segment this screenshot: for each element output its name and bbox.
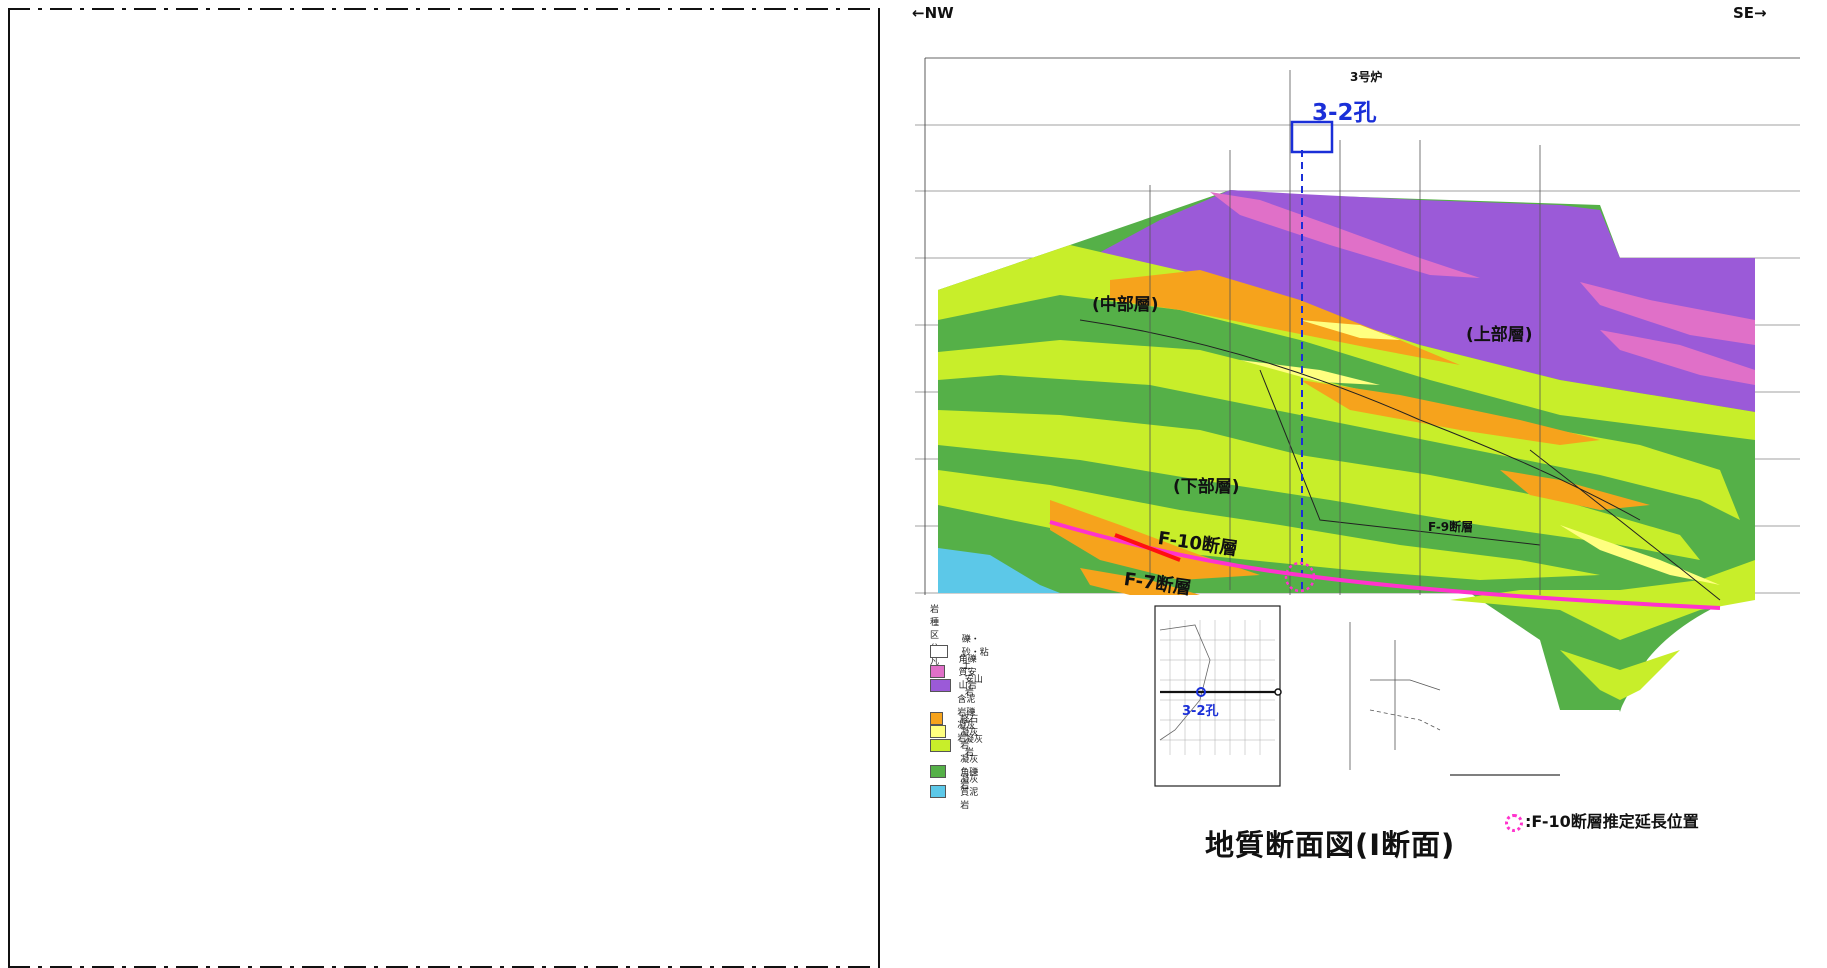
legend-label: 凝灰岩 [964,735,983,758]
borehole-3-2-box [1290,120,1334,154]
conglomeratic-tuff [1110,270,1460,365]
breccia-andesite-band [1210,192,1480,278]
axis-frame [924,57,1800,595]
legend-item: 礫・砂・粘土 [930,632,992,671]
section-legend-inset [1349,622,1560,776]
legend-label: 安山岩 [964,675,983,698]
note-text: :F-10断層推定延長位置 [1525,812,1699,831]
legend-swatch [930,765,947,778]
f10-extension-circle [1284,561,1316,593]
legend-item: 角礫質安山岩 [930,652,983,691]
map-inset [1154,605,1282,787]
direction-nw: ←NW [912,4,954,22]
dashed-circle-icon [1505,813,1523,832]
direction-se: SE→ [1733,4,1767,22]
legend-swatch [930,678,951,692]
legend-swatch [930,711,944,725]
legend-label: 角礫質安山岩 [958,655,977,691]
legend-item: 軽石凝灰岩 [930,712,983,751]
legend-label: 含泥岩礫凝灰岩 [957,695,976,744]
legend-swatch [930,738,951,752]
reactor-label: 3号炉 [1350,70,1383,84]
legend-item: 含泥岩礫凝灰岩 [930,692,983,744]
legend-label: 礫・砂・粘土 [961,635,989,671]
upper-layer-label: (上部層) [1466,325,1533,345]
andesite-layer [1095,190,1755,412]
legend-swatch [930,785,947,798]
legend-item: 凝灰角礫岩 [930,752,983,791]
f9-fault-label: F-9断層 [1428,520,1474,534]
legend-swatch [930,665,945,678]
tuffaceous-mudstone [938,548,1060,593]
f10-extension-note: :F-10断層推定延長位置 [1505,808,1699,832]
lower-layer-label: (下部層) [1173,477,1240,497]
legend-label: 軽石凝灰岩 [960,715,979,751]
legend-item: 安山岩 [930,672,983,698]
legend-swatch [930,645,948,658]
borehole-lines [1149,70,1541,595]
middle-layer-label: (中部層) [1092,295,1159,315]
legend-label: 凝灰質泥岩 [960,775,979,811]
map-borehole-label: 3-2孔 [1182,704,1219,719]
legend-item: 凝灰質泥岩 [930,772,983,811]
left-frame [8,8,880,968]
f10-red-segment [1114,533,1181,562]
borehole-3-2-label: 3-2孔 [1312,100,1377,126]
figure-title: 地質断面図(I断面) [1205,828,1456,862]
legend-swatch [930,725,947,738]
legend-item: 凝灰岩 [930,732,983,758]
legend-label: 凝灰角礫岩 [960,755,979,791]
